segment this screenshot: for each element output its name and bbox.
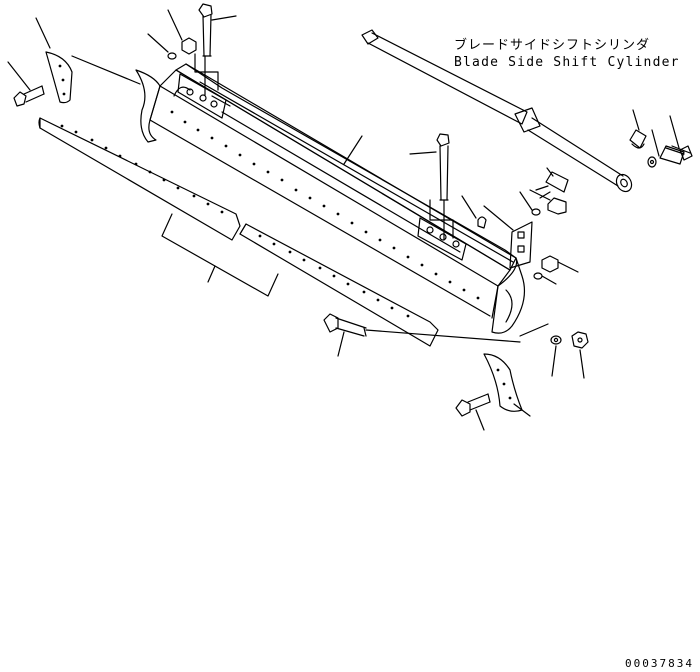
bolt-upper-left	[195, 4, 236, 95]
cutting-edge-leader	[162, 214, 278, 296]
frame-bolt-holes	[170, 110, 480, 300]
shift-bracket-plate	[484, 206, 532, 268]
cutting-edge-holes	[60, 124, 410, 318]
cylinder-callout-jp: ブレードサイドシフトシリンダ	[454, 38, 651, 53]
nut-upper-left	[168, 10, 196, 54]
bolt-left	[8, 62, 44, 106]
upper-bracket-left	[174, 74, 226, 118]
cylinder-pin-hardware	[630, 110, 692, 167]
end-bit-right	[484, 354, 530, 416]
end-bit-right-bolt	[456, 394, 490, 430]
frame-left-end-plate	[136, 70, 160, 142]
frame-right-end-plate	[492, 258, 524, 333]
bolt-upper-right	[410, 134, 453, 240]
end-bit-left	[36, 18, 140, 103]
drawing-number: 00037834	[625, 657, 694, 670]
cutting-edge	[39, 118, 438, 346]
side-shift-cylinder	[362, 30, 635, 194]
cylinder-leader	[344, 136, 362, 164]
cylinder-mount-nut	[534, 256, 578, 284]
end-bit-nut-washer	[520, 324, 588, 378]
cylinder-callout-en: Blade Side Shift Cylinder	[454, 55, 680, 70]
upper-bracket-right	[418, 218, 466, 260]
blade-frame	[150, 64, 516, 318]
cylinder-mount-bolt	[520, 168, 568, 215]
cutting-edge-bolt	[324, 314, 520, 356]
washer-upper-left	[148, 34, 176, 59]
pin-right	[462, 196, 486, 228]
